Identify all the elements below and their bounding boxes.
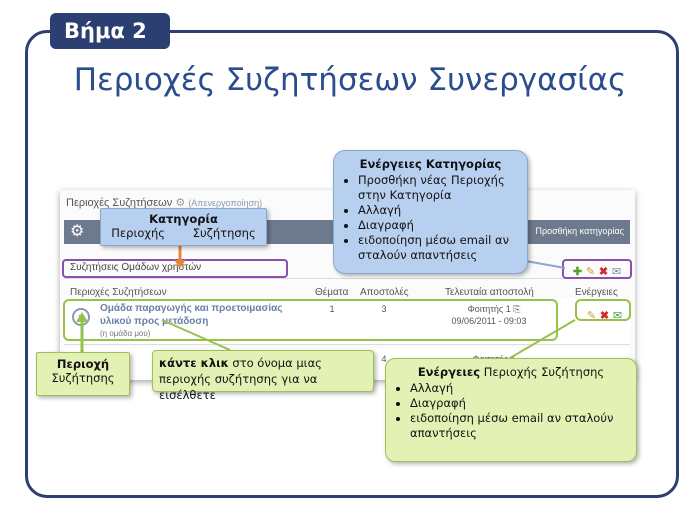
delete-icon[interactable]: ✖ — [598, 266, 609, 278]
page-title-text: Περιοχές Συζητήσεων — [66, 197, 173, 209]
forum-actions-title: Ενέργειες Περιοχής Συζήτησης — [394, 365, 628, 379]
forum-area-title: Περιοχή — [56, 357, 110, 371]
last-post-author: Φοιτητής 1 ⎘ — [449, 304, 539, 315]
forum-actions-callout: Ενέργειες Περιοχής Συζήτησης Αλλαγή Διαγ… — [385, 358, 637, 462]
category-callout: Κατηγορία Περιοχής Συζήτησης — [100, 208, 267, 246]
forum-actions-title-bold: Ενέργειες — [417, 365, 481, 379]
last-post-date: 09/06/2011 - 09:03 — [451, 316, 527, 326]
category-action-item: ειδοποίηση μέσω email αν σταλούν απαντήσ… — [358, 233, 519, 263]
screenshot-page-title: Περιοχές Συζητήσεων ⚙ (Απενεργοποίηση) — [66, 196, 262, 209]
slide-title: Περιοχές Συζητήσεων Συνεργασίας — [73, 62, 627, 98]
page-title-suffix[interactable]: (Απενεργοποίηση) — [188, 198, 263, 208]
category-name: Συζητήσεις Ομάδων χρηστών — [70, 262, 202, 273]
category-actions-title: Ενέργειες Κατηγορίας — [359, 157, 502, 171]
forum-link[interactable]: Ομάδα παραγωγής και προετοιμασίας υλικού… — [100, 303, 283, 327]
column-header-actions: Ενέργειες — [575, 287, 618, 298]
forum-actions-pointer — [509, 319, 576, 359]
category-callout-sub: Περιοχής Συζήτησης — [111, 226, 256, 240]
settings-small-icon: ⚙ — [175, 197, 186, 209]
table-row: ≡ Ομάδα παραγωγής και προετοιμασίας υλικ… — [64, 298, 630, 345]
category-actions: ✚✎✖✉ — [572, 262, 624, 280]
forum-action-item: Αλλαγή — [410, 381, 628, 396]
click-hint-bold: κάντε κλικ — [159, 356, 229, 370]
category-actions-list: Προσθήκη νέας Περιοχής στην Κατηγορία Αλ… — [342, 173, 519, 263]
category-row: Συζητήσεις Ομάδων χρηστών ✚✎✖✉ — [64, 258, 630, 279]
click-hint-callout: κάντε κλικ στο όνομα μιας περιοχής συζήτ… — [152, 350, 374, 402]
category-action-item: Διαγραφή — [358, 218, 519, 233]
forum-sub: (η ομάδα μου) — [100, 329, 151, 338]
forum-area-arrowhead — [76, 312, 88, 322]
column-header-last-post: Τελευταία αποστολή — [445, 287, 534, 298]
category-arrowhead — [174, 260, 186, 268]
last-post-author-text[interactable]: Φοιτητής 1 — [467, 304, 511, 314]
delete-icon[interactable]: ✖ — [599, 310, 610, 322]
forum-actions-list: Αλλαγή Διαγραφή ειδοποίηση μέσω email αν… — [394, 381, 628, 441]
edit-icon[interactable]: ✎ — [585, 266, 596, 278]
email-notify-icon[interactable]: ✉ — [612, 310, 623, 322]
forum-area-sub: Συζήτησης — [51, 371, 115, 385]
category-action-item: Αλλαγή — [358, 203, 519, 218]
forum-action-item: ειδοποίηση μέσω email αν σταλούν απαντήσ… — [410, 411, 628, 441]
category-actions-callout: Ενέργειες Κατηγορίας Προσθήκη νέας Περιο… — [333, 150, 528, 274]
column-header-posts: Αποστολές — [360, 287, 409, 298]
column-header-topics: Θέματα — [315, 287, 349, 298]
click-hint-pointer — [161, 319, 231, 351]
topics-count: 1 — [329, 304, 335, 314]
column-header-forums: Περιοχές Συζητήσεων — [70, 287, 167, 298]
category-action-item: Προσθήκη νέας Περιοχής στην Κατηγορία — [358, 173, 519, 203]
forum-row-highlight — [63, 299, 558, 341]
forum-area-callout: Περιοχή Συζήτησης — [36, 352, 130, 396]
posts-count: 3 — [381, 304, 387, 314]
category-callout-title: Κατηγορία — [149, 212, 218, 226]
add-icon[interactable]: ✚ — [572, 266, 583, 278]
category-actions-highlight — [562, 259, 632, 279]
gear-icon[interactable]: ⚙ — [70, 223, 85, 240]
add-category-link[interactable]: Προσθήκη κατηγορίας — [535, 226, 624, 236]
step-badge: Βήμα 2 — [50, 13, 170, 49]
forum-actions: ✎✖✉ — [586, 306, 625, 324]
click-hint-text: στο όνομα μιας περιοχής συζήτησης για να… — [159, 356, 322, 402]
email-notify-icon[interactable]: ✉ — [611, 266, 622, 278]
last-post-icon[interactable]: ⎘ — [513, 304, 521, 314]
forum-actions-highlight — [575, 299, 631, 321]
forum-actions-title-rest: Περιοχής Συζήτησης — [480, 365, 605, 379]
posts-count: 4 — [381, 354, 387, 364]
forum-action-item: Διαγραφή — [410, 396, 628, 411]
edit-icon[interactable]: ✎ — [586, 310, 597, 322]
